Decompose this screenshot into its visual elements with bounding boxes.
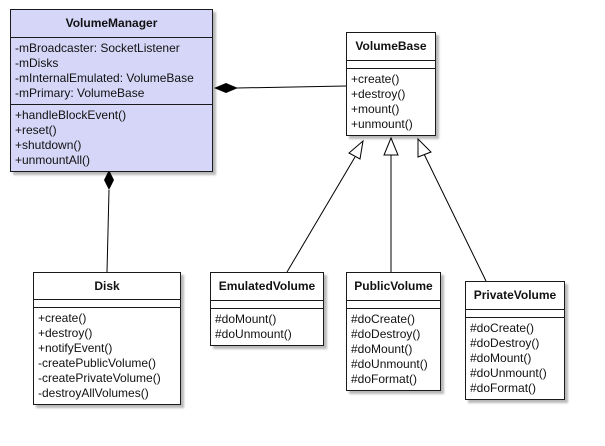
class-attributes: -mBroadcaster: SocketListener -mDisks -m… (11, 38, 212, 105)
operation-item: -createPublicVolume() (38, 356, 157, 370)
generalization-arrow-public (383, 136, 399, 156)
operation-item: +reset() (15, 123, 57, 137)
operation-item: +unmountAll() (15, 153, 91, 167)
attribute-item: -mBroadcaster: SocketListener (15, 41, 180, 55)
operation-item: +unmount() (351, 117, 413, 131)
operation-item: +create() (351, 72, 400, 86)
operation-item: #doFormat() (351, 372, 418, 386)
operation-item: #doMount() (351, 342, 413, 356)
generalization-line-emulated (286, 156, 356, 273)
operation-item: #doUnmount() (470, 366, 547, 380)
attribute-item: -mInternalEmulated: VolumeBase (15, 71, 194, 85)
class-name: EmulatedVolume (211, 273, 323, 301)
generalization-arrow-emulated (348, 139, 364, 160)
operation-item: #doCreate() (351, 312, 416, 326)
class-name: VolumeManager (11, 10, 212, 38)
class-attributes (211, 301, 323, 309)
class-name: PrivateVolume (466, 282, 564, 310)
class-attributes (34, 300, 180, 308)
class-attributes (347, 301, 440, 309)
class-name: PublicVolume (347, 273, 440, 301)
class-attributes (466, 310, 564, 318)
operation-item: -destroyAllVolumes() (38, 386, 149, 400)
operation-item: +mount() (351, 102, 400, 116)
class-publicvolume[interactable]: PublicVolume #doCreate() #doDestroy() #d… (346, 272, 441, 391)
operation-item: +destroy() (38, 326, 93, 340)
class-emulatedvolume[interactable]: EmulatedVolume #doMount() #doUnmount() (210, 272, 324, 346)
class-operations: +create() +destroy() +mount() +unmount() (347, 69, 435, 135)
class-operations: #doMount() #doUnmount() (211, 309, 323, 345)
operation-item: #doUnmount() (215, 327, 292, 341)
class-operations: +create() +destroy() +notifyEvent() -cre… (34, 308, 180, 404)
operation-item: +handleBlockEvent() (15, 108, 127, 122)
generalization-arrow-private (417, 137, 432, 158)
operation-item: #doUnmount() (351, 357, 428, 371)
composition-line-disk (106, 189, 110, 273)
operation-item: #doMount() (470, 351, 532, 365)
attribute-item: -mDisks (15, 56, 59, 70)
class-volumemanager[interactable]: VolumeManager -mBroadcaster: SocketListe… (10, 9, 213, 172)
operation-item: #doDestroy() (470, 336, 540, 350)
class-disk[interactable]: Disk +create() +destroy() +notifyEvent()… (33, 272, 181, 405)
class-privatevolume[interactable]: PrivateVolume #doCreate() #doDestroy() #… (465, 281, 565, 400)
class-name: Disk (34, 273, 180, 300)
composition-diamond-volumebase (214, 83, 238, 93)
class-operations: +handleBlockEvent() +reset() +shutdown()… (11, 105, 212, 171)
composition-diamond-disk (104, 170, 114, 190)
attribute-item: -mPrimary: VolumeBase (15, 86, 145, 100)
class-operations: #doCreate() #doDestroy() #doMount() #doU… (466, 318, 564, 399)
operation-item: +notifyEvent() (38, 341, 113, 355)
operation-item: #doFormat() (470, 381, 537, 395)
class-attributes (347, 61, 435, 69)
operation-item: #doMount() (215, 312, 277, 326)
operation-item: -createPrivateVolume() (38, 371, 161, 385)
composition-line-volumebase (236, 85, 347, 89)
class-operations: #doCreate() #doDestroy() #doMount() #doU… (347, 309, 440, 390)
generalization-line-private (423, 153, 487, 282)
operation-item: #doCreate() (470, 321, 535, 335)
operation-item: +destroy() (351, 87, 406, 101)
class-name: VolumeBase (347, 33, 435, 61)
operation-item: +create() (38, 311, 87, 325)
operation-item: #doDestroy() (351, 327, 421, 341)
operation-item: +shutdown() (15, 138, 82, 152)
class-volumebase[interactable]: VolumeBase +create() +destroy() +mount()… (346, 32, 436, 136)
